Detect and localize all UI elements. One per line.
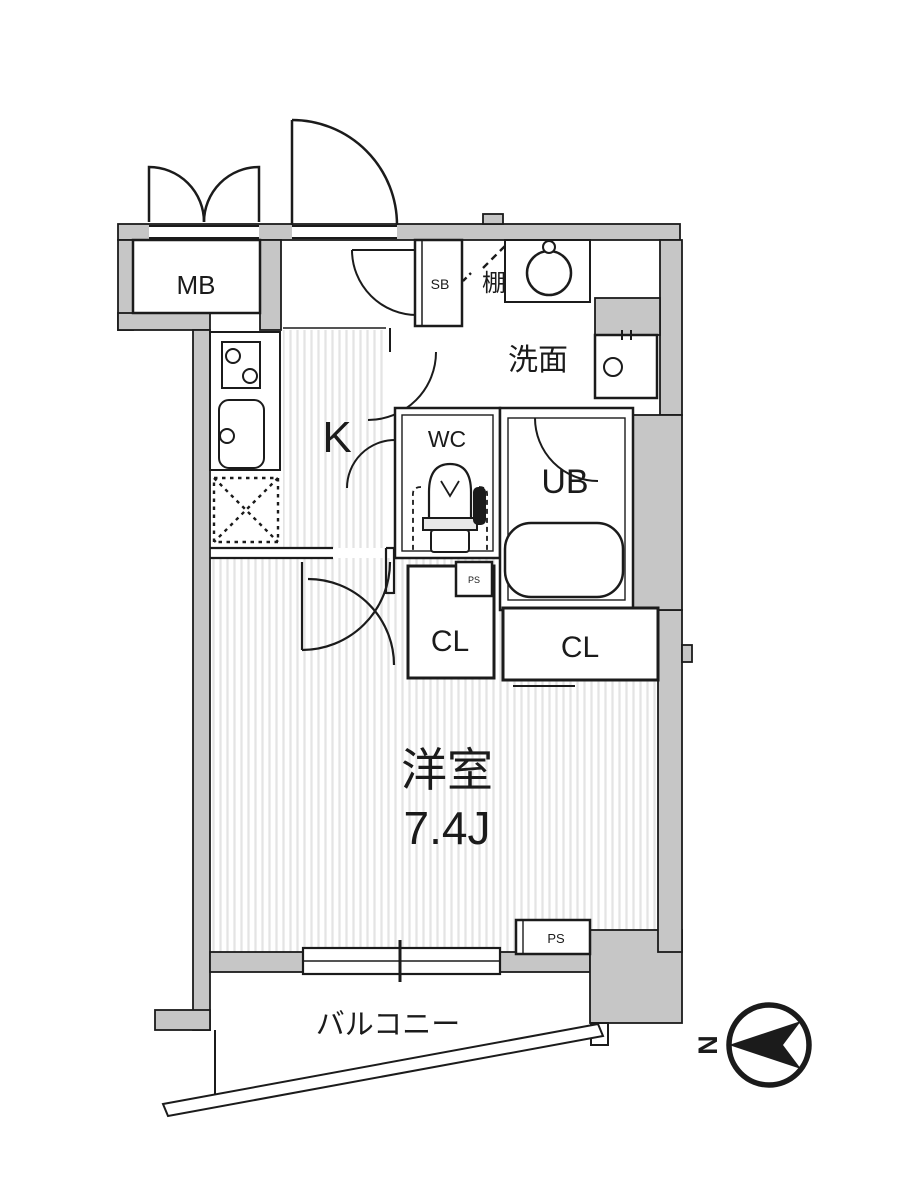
main-room-name: 洋室 (401, 744, 493, 796)
entry-area (283, 249, 418, 352)
balcony-railing (161, 1022, 605, 1118)
meter-box-label: MB (177, 270, 216, 300)
bathtub-icon (503, 521, 625, 599)
shelf-area: 棚 (462, 242, 509, 297)
left-wall (192, 329, 211, 1031)
top-wall-bump (482, 213, 504, 225)
compass: N (693, 1002, 812, 1088)
mb-right-wall (259, 239, 282, 331)
kitchen-area: K (209, 331, 352, 544)
ub-door-arc (534, 417, 599, 482)
shoe-box-label: SB (431, 276, 450, 292)
entry-door-arc (351, 249, 418, 316)
meter-box-room: MB (131, 238, 262, 315)
mb-double-door-icon (147, 165, 261, 223)
unit-bath-room: UB (498, 406, 635, 612)
shelf-label: 棚 (482, 270, 506, 297)
vanity-right-wall (594, 297, 661, 336)
kitchen-label: K (322, 413, 351, 462)
compass-north-label: N (693, 1035, 723, 1055)
wc-label: WC (428, 426, 466, 452)
duct-box-label: PS (468, 575, 480, 585)
door-thresholds (149, 225, 397, 239)
unit-bath-label: UB (541, 463, 588, 501)
closet-left-label: CL (431, 625, 469, 658)
bottom-wall-left (209, 951, 304, 973)
room-divider-wall (210, 546, 396, 595)
main-room: 洋室 7.4J (401, 744, 493, 854)
front-door-icon (290, 118, 399, 226)
pipe-space-box: PS (514, 918, 592, 956)
mb-bottom-wall (117, 312, 211, 331)
duct-box: PS (454, 560, 494, 598)
wc-door-arc (346, 439, 396, 489)
stove-icon (221, 341, 261, 389)
main-room-door-icons (300, 561, 396, 666)
main-room-size: 7.4J (404, 802, 491, 854)
washbasin-icon (525, 249, 573, 297)
shoe-box: SB (413, 238, 464, 328)
right-wall-bump (681, 644, 693, 663)
sink-icon (218, 399, 265, 469)
pipe-space-label: PS (547, 931, 565, 946)
ub-right-wall (632, 414, 683, 611)
right-wall-lower (657, 609, 683, 953)
toilet-icon (412, 462, 488, 553)
balcony-area: バルコニー (161, 1009, 609, 1118)
closet-right-label: CL (561, 631, 599, 664)
floor-stripes (212, 330, 656, 952)
compass-arrow-icon (729, 1021, 801, 1069)
faucet-icon (542, 240, 556, 254)
left-wall-foot (154, 1009, 211, 1031)
washroom-door-arc (367, 351, 437, 421)
refrigerator-space (212, 476, 280, 544)
balcony-window-icon (301, 940, 502, 982)
right-wall-upper (659, 239, 683, 416)
balcony-label: バルコニー (316, 1009, 460, 1041)
wc-room: WC (346, 406, 502, 560)
closet-right: CL (501, 606, 660, 687)
washroom: 洗面 (367, 239, 659, 421)
washroom-label: 洗面 (508, 344, 568, 377)
washing-machine-pan (593, 330, 659, 400)
